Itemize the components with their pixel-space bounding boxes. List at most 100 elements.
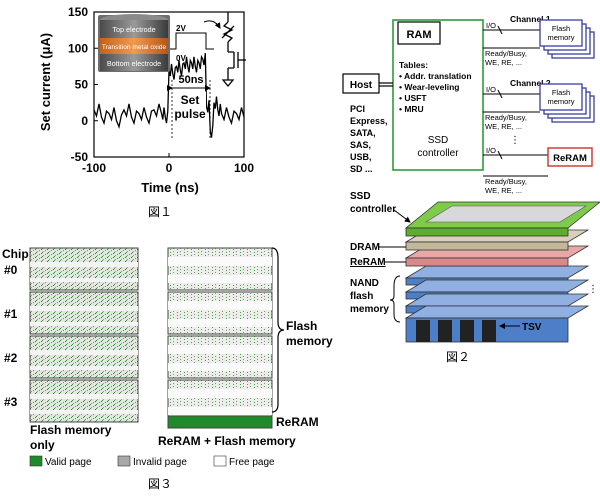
controller-table-item: • USFT bbox=[399, 93, 427, 103]
fig3-caption: 図３ bbox=[148, 477, 172, 491]
legend-invalid-swatch bbox=[117, 455, 131, 467]
nand-base-top bbox=[404, 305, 590, 319]
channel-3-io: I/O bbox=[486, 146, 496, 155]
channel-1-ready: Ready/Busy, bbox=[485, 49, 527, 58]
fig1-pulse-width: 50ns bbox=[167, 74, 211, 140]
free-page-band bbox=[30, 366, 138, 370]
free-page-band bbox=[30, 410, 138, 414]
reram-flash-block-map bbox=[167, 247, 273, 429]
left-caption-1: Flash memory bbox=[30, 423, 112, 437]
flash-chip-label-2: memory bbox=[547, 33, 574, 42]
flash-chip-label-1: Flash bbox=[552, 88, 570, 97]
figure-2: RAM Host Tables: • Addr. translation• We… bbox=[342, 14, 600, 364]
host-interface-item: Express, bbox=[350, 116, 388, 126]
reram-box bbox=[547, 147, 593, 167]
channel-2-ready: Ready/Busy, bbox=[485, 113, 527, 122]
chip-label: #2 bbox=[4, 351, 18, 365]
controller-table-list: • Addr. translation• Wear-leveling• USFT… bbox=[399, 71, 472, 114]
legend-valid-swatch bbox=[29, 455, 43, 467]
fig1-current-trace bbox=[93, 53, 245, 138]
free-page-band bbox=[30, 350, 138, 355]
reram-box-label: ReRAM bbox=[553, 153, 587, 164]
nand-layer-top bbox=[404, 265, 590, 279]
controller-table-item: • Addr. translation bbox=[399, 71, 472, 81]
free-page-band bbox=[30, 306, 138, 311]
host-interface-item: USB, bbox=[350, 152, 372, 162]
flash-chip-label-1: Flash bbox=[552, 24, 570, 33]
fig1-y-tick-label: 150 bbox=[68, 5, 88, 19]
fig3-legend: Valid page Invalid page Free page bbox=[29, 455, 275, 468]
fig1-ylabel: Set current (μA) bbox=[38, 33, 53, 131]
free-page-band bbox=[168, 407, 272, 415]
pulse-width-label: 50ns bbox=[178, 74, 203, 86]
device-oxide: Transition metal oxide bbox=[102, 44, 167, 51]
legend-valid-label: Valid page bbox=[45, 457, 92, 468]
nand-layers bbox=[404, 265, 590, 343]
free-page-band bbox=[30, 394, 138, 399]
ssd-controller-box bbox=[392, 19, 484, 171]
fig1-circuit-symbol bbox=[221, 12, 246, 88]
stack-ssd-controller-1: SSD bbox=[350, 191, 371, 202]
chip-label: #1 bbox=[4, 307, 18, 321]
fig3-reram-label: ReRAM bbox=[276, 415, 319, 429]
chip-heading: Chip bbox=[2, 247, 29, 261]
flash-only-chip bbox=[29, 291, 139, 335]
volt-high-label: 2V bbox=[176, 24, 186, 33]
figure-3: Chip#0#1#2#3 Flash memory ReRAM Flash me… bbox=[2, 247, 333, 491]
channel-1-we: WE, RE, ... bbox=[485, 58, 522, 67]
reram-flash-chip bbox=[167, 335, 273, 379]
stack-ellipsis: ⋮ bbox=[588, 284, 598, 295]
legend-free-swatch bbox=[213, 455, 227, 467]
channel-ellipsis: ⋮ bbox=[510, 135, 520, 146]
fig3-flash-label-1: Flash bbox=[286, 319, 317, 333]
free-page-band bbox=[168, 345, 272, 354]
flash-only-chip bbox=[29, 335, 139, 379]
fig1-device-stack: Top electrode Transition metal oxide Bot… bbox=[98, 14, 170, 72]
right-caption: ReRAM + Flash memory bbox=[158, 434, 296, 448]
fig1-x-tick-label: 0 bbox=[166, 161, 173, 175]
channel-1-io: I/O bbox=[486, 21, 496, 30]
free-page-band bbox=[30, 262, 138, 267]
set-pulse-label-2: pulse bbox=[174, 107, 206, 121]
flash-only-block-map bbox=[29, 247, 139, 423]
flash-chip bbox=[539, 83, 583, 111]
host-label: Host bbox=[350, 80, 373, 91]
stack-reram-label: ReRAM bbox=[350, 257, 386, 268]
channel-3-we: WE, RE, ... bbox=[485, 186, 522, 195]
fig3-flash-label-2: memory bbox=[286, 334, 333, 348]
free-page-band bbox=[168, 257, 272, 266]
channel-2-we: WE, RE, ... bbox=[485, 122, 522, 131]
host-interface-item: SAS, bbox=[350, 140, 371, 150]
controller-label-1: SSD bbox=[428, 135, 449, 146]
reram-flash-chip bbox=[167, 247, 273, 291]
host-interface-item: SATA, bbox=[350, 128, 376, 138]
free-page-band bbox=[168, 363, 272, 371]
nand-layer-top bbox=[404, 293, 590, 307]
channel-3-ready: Ready/Busy, bbox=[485, 177, 527, 186]
legend-invalid-label: Invalid page bbox=[133, 457, 187, 468]
fig2-caption: 図２ bbox=[446, 350, 470, 364]
device-top-electrode: Top electrode bbox=[112, 25, 155, 34]
fig1-y-tick-label: -50 bbox=[71, 150, 89, 164]
fig1-y-tick-label: 100 bbox=[68, 41, 88, 55]
fig1-voltage-pulse: 2V 0V bbox=[170, 20, 221, 63]
channel-2-io: I/O bbox=[486, 85, 496, 94]
device-bottom-electrode: Bottom electrode bbox=[107, 59, 161, 68]
reram-flash-chip bbox=[167, 291, 273, 335]
host-interface-list: PCI Express, SATA, SAS, USB, SD ... bbox=[350, 104, 388, 174]
chip-label: #0 bbox=[4, 263, 18, 277]
channel-2-label: Channel 2 bbox=[510, 78, 551, 88]
fig1-x-tick-label: 100 bbox=[234, 161, 254, 175]
ram-box bbox=[397, 21, 441, 45]
host-interface-item: PCI bbox=[350, 104, 365, 114]
fig1-y-tick-label: 0 bbox=[81, 114, 88, 128]
tables-title: Tables: bbox=[399, 60, 428, 70]
stack-ssd-controller-2: controller bbox=[350, 204, 396, 215]
stack-nand-2: flash bbox=[350, 291, 373, 302]
legend-free-label: Free page bbox=[229, 457, 275, 468]
host-interface-item: SD ... bbox=[350, 164, 373, 174]
